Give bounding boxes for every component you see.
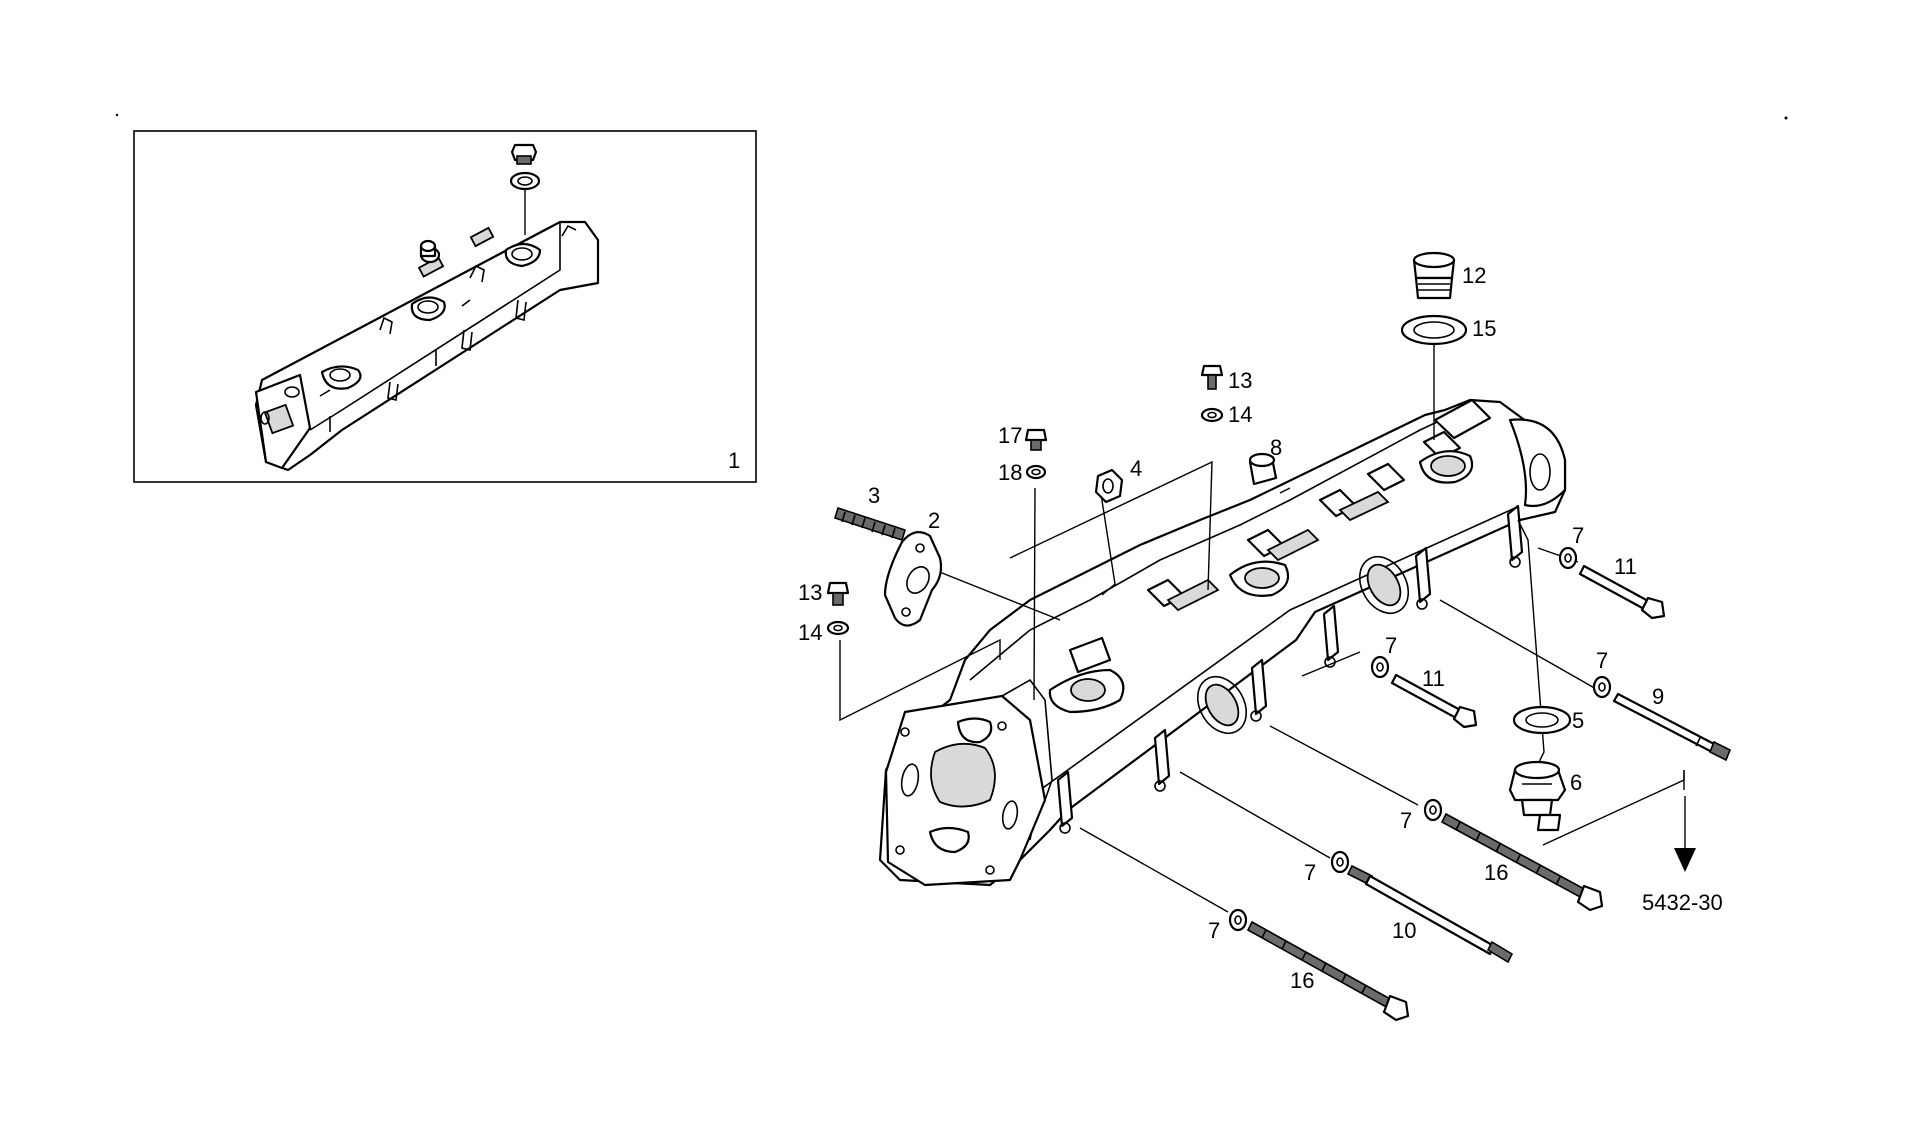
callout-6: 6 <box>1570 770 1582 795</box>
bolt-icon-16-lower <box>1246 920 1410 1022</box>
reference-label: 5432-30 <box>1642 890 1723 915</box>
inset-assembly: 1 <box>133 130 757 483</box>
callout-7c: 7 <box>1596 648 1608 673</box>
bolt-icon-10 <box>1346 864 1514 964</box>
callout-7e: 7 <box>1304 860 1316 885</box>
callout-13a: 13 <box>1228 368 1252 393</box>
callout-18: 18 <box>998 460 1022 485</box>
callout-8: 8 <box>1270 435 1282 460</box>
bolt-icon-13-left <box>826 581 850 606</box>
stud-icon-3 <box>834 506 906 542</box>
callout-5: 5 <box>1572 708 1584 733</box>
washer-icon-7f <box>1228 908 1248 932</box>
bolt-icon-13-top <box>1200 364 1224 390</box>
bolt-icon-11-lower <box>1390 673 1478 729</box>
corner-mark-right <box>1784 116 1788 120</box>
washer-icon-7b <box>1370 655 1390 679</box>
callout-4: 4 <box>1130 456 1142 481</box>
bolt-icon-11-upper <box>1578 564 1666 620</box>
manifold-icon-main <box>878 398 1567 887</box>
arrow-down-icon <box>1674 796 1696 872</box>
inset-plug-icon <box>510 143 538 165</box>
manifold-icon <box>254 220 600 472</box>
bolt-icon-17 <box>1024 428 1048 451</box>
inset-item-label: 1 <box>728 448 740 473</box>
callout-labels: 2 3 4 5 6 7 7 7 7 7 7 8 9 10 11 11 12 13… <box>798 263 1723 993</box>
callout-7d: 7 <box>1400 808 1412 833</box>
cap-icon-8 <box>1248 452 1278 486</box>
washer-icon-5 <box>1512 705 1572 735</box>
callout-7f: 7 <box>1208 918 1220 943</box>
callout-16a: 16 <box>1484 860 1508 885</box>
corner-mark-left <box>115 113 119 117</box>
washer-icon-7d <box>1423 798 1443 822</box>
bolt-icon-9 <box>1612 692 1732 762</box>
callout-7b: 7 <box>1385 633 1397 658</box>
callout-3: 3 <box>868 483 880 508</box>
callout-9: 9 <box>1652 684 1664 709</box>
inset-washer-icon <box>509 171 541 191</box>
leader-lines <box>839 340 1685 913</box>
washer-icon-7e <box>1330 850 1350 874</box>
inset-frame <box>133 130 757 483</box>
washer-icon-14-top <box>1200 407 1224 423</box>
callout-11b: 11 <box>1422 666 1445 691</box>
nut-icon-4 <box>1094 468 1124 504</box>
gasket-icon-2 <box>883 531 943 627</box>
callout-14a: 14 <box>1228 402 1252 427</box>
washer-icon-15 <box>1400 314 1468 346</box>
callout-12: 12 <box>1462 263 1486 288</box>
callout-11a: 11 <box>1614 554 1637 579</box>
inset-cap-icon <box>419 239 441 264</box>
callout-2: 2 <box>928 508 940 533</box>
washer-icon-14-left <box>826 620 850 636</box>
washer-icon-18 <box>1025 464 1047 480</box>
callout-17: 17 <box>998 423 1022 448</box>
washer-icon-7c <box>1592 675 1612 699</box>
callout-16b: 16 <box>1290 968 1314 993</box>
callout-14b: 14 <box>798 620 822 645</box>
fitting-icon-6 <box>1508 760 1567 832</box>
bolt-icon-16-upper <box>1440 812 1604 912</box>
washer-icon-7a <box>1558 546 1578 570</box>
plug-icon-12 <box>1412 251 1456 300</box>
callout-7a: 7 <box>1572 523 1584 548</box>
callout-15: 15 <box>1472 316 1496 341</box>
callout-13b: 13 <box>798 580 822 605</box>
callout-10: 10 <box>1392 918 1416 943</box>
